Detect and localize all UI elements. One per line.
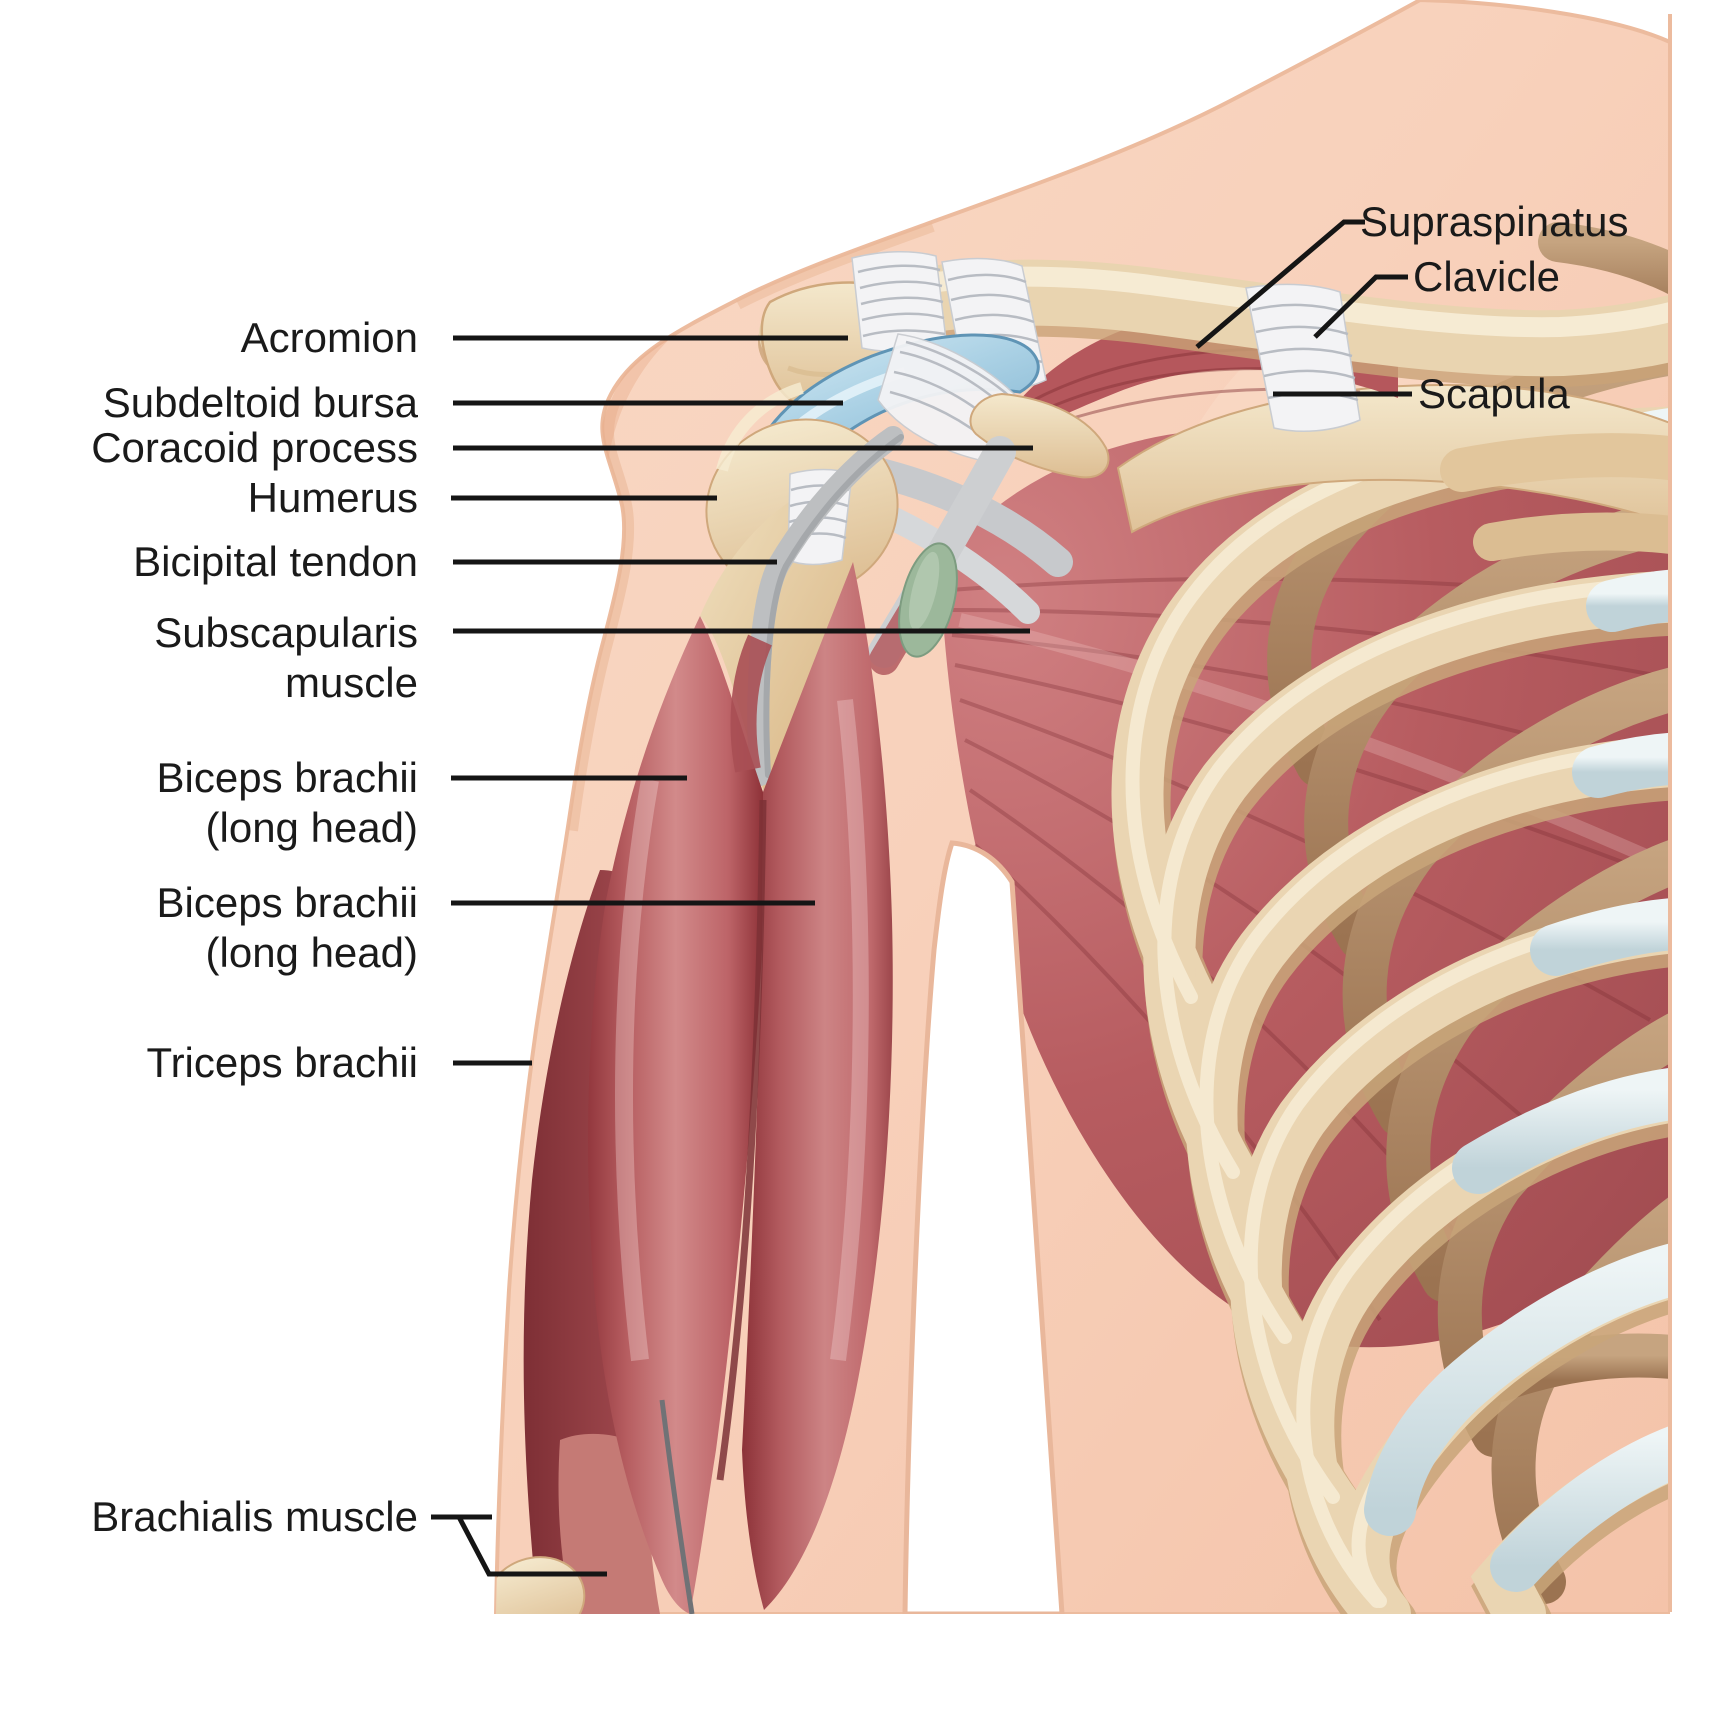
leader-supraspinatus bbox=[1195, 219, 1365, 349]
biceps-long-head-muscle bbox=[588, 616, 763, 1614]
leader-lines bbox=[431, 219, 1412, 1577]
label-triceps-brachii: Triceps brachii bbox=[146, 1039, 418, 1086]
biceps-tendon-red-tip bbox=[730, 634, 772, 773]
label-supraspinatus: Supraspinatus bbox=[1360, 198, 1629, 245]
label-biceps-brachii-1: Biceps brachii(long head) bbox=[156, 754, 418, 851]
coracobrachialis-muscle bbox=[898, 542, 958, 658]
label-clavicle: Clavicle bbox=[1413, 253, 1561, 300]
label-acromion: Acromion bbox=[240, 314, 418, 361]
biceps-crease bbox=[716, 799, 767, 1481]
bottom-cut bbox=[0, 1614, 1732, 1732]
humeral-head-highlight bbox=[716, 382, 804, 472]
label-brachialis-muscle: Brachialis muscle bbox=[91, 1493, 418, 1540]
label-subdeltoid-bursa: Subdeltoid bursa bbox=[102, 379, 418, 426]
label-bicipital-tendon: Bicipital tendon bbox=[133, 538, 418, 585]
biceps-highlight-2 bbox=[830, 699, 869, 1362]
biceps-highlight bbox=[614, 778, 659, 1362]
leader-clavicle bbox=[1313, 274, 1408, 339]
elbow-bone bbox=[496, 1556, 586, 1614]
scapula-bone-ridge2 bbox=[1473, 512, 1670, 569]
distal-tendon-line bbox=[659, 1399, 695, 1614]
label-coracoid-process: Coracoid process bbox=[91, 424, 418, 471]
coracoid-process-bone bbox=[969, 392, 1110, 479]
label-scapula: Scapula bbox=[1418, 370, 1570, 417]
leader-brachialis bbox=[431, 1514, 607, 1577]
bicipital-tendon bbox=[747, 426, 904, 786]
acromioclavicular-ligament bbox=[851, 251, 947, 352]
humerus-shaft-bone bbox=[700, 498, 853, 792]
biceps-medial-belly-muscle bbox=[742, 562, 893, 1610]
scapula-bone-ridge bbox=[1440, 433, 1670, 494]
right-cut bbox=[1670, 0, 1732, 1732]
label-humerus: Humerus bbox=[247, 474, 418, 521]
label-biceps-brachii-2: Biceps brachii(long head) bbox=[156, 879, 418, 976]
